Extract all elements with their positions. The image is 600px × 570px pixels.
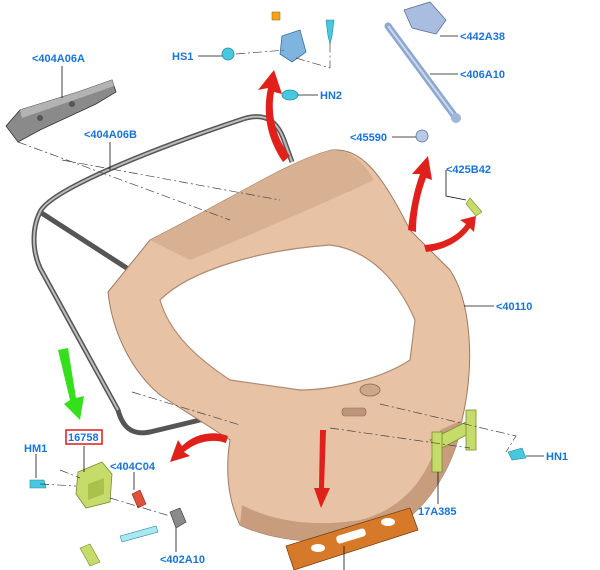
arrow-down bbox=[314, 430, 330, 508]
label-404a06b: <404A06B bbox=[84, 129, 137, 141]
part-402a10 bbox=[119, 525, 159, 543]
label-40110: <40110 bbox=[496, 301, 532, 313]
leader-line bbox=[445, 170, 467, 201]
clip-425b42 bbox=[465, 197, 483, 217]
explode-line bbox=[235, 49, 287, 55]
arrow-right bbox=[424, 216, 476, 252]
explode-line bbox=[17, 141, 231, 221]
bracket-17a385 bbox=[429, 409, 477, 473]
label-hn1: HN1 bbox=[546, 451, 568, 463]
label-402a10: <402A10 bbox=[160, 554, 205, 566]
highlight-box-16758 bbox=[65, 429, 103, 445]
spoiler-part bbox=[5, 79, 117, 143]
label-404a06a: <404A06A bbox=[32, 53, 85, 65]
label-hm1: HM1 bbox=[24, 443, 47, 455]
hn1-bolt bbox=[507, 447, 527, 461]
arrow-up-right bbox=[408, 156, 432, 232]
strut-bracket bbox=[403, 1, 447, 35]
explode-line bbox=[109, 497, 171, 517]
label-425b42: <425B42 bbox=[446, 164, 491, 176]
label-hs1: HS1 bbox=[172, 51, 193, 63]
part-lower-green bbox=[79, 543, 101, 567]
gas-strut bbox=[384, 22, 461, 123]
explode-line bbox=[295, 42, 331, 69]
tailgate-panel bbox=[107, 149, 471, 542]
label-406a10: <406A10 bbox=[460, 69, 505, 81]
label-404c04: <404C04 bbox=[110, 461, 156, 473]
explode-line bbox=[329, 427, 471, 449]
part-16758 bbox=[75, 461, 113, 509]
explode-line bbox=[61, 159, 281, 201]
arrow-up-left bbox=[258, 70, 290, 162]
part-402a10-clip bbox=[169, 507, 187, 529]
explode-line bbox=[379, 403, 517, 453]
green-arrow bbox=[58, 348, 84, 420]
hm1-screw bbox=[29, 479, 47, 489]
explode-line bbox=[59, 469, 81, 479]
explode-line bbox=[131, 391, 241, 426]
explode-line bbox=[39, 483, 77, 487]
hs1-bolt bbox=[221, 47, 235, 61]
label-hn2: HN2 bbox=[320, 90, 342, 102]
label-17a385: 17A385 bbox=[418, 506, 457, 518]
label-442a38: <442A38 bbox=[460, 31, 505, 43]
trim-panel bbox=[285, 507, 419, 570]
hn2-nut bbox=[281, 89, 299, 101]
latch-assembly bbox=[271, 11, 335, 63]
part-404c04 bbox=[131, 489, 147, 509]
bumper-45590 bbox=[415, 129, 429, 143]
label-45590: <45590 bbox=[350, 132, 387, 144]
arrow-down-left bbox=[170, 433, 228, 462]
label-16758: 16758 bbox=[68, 432, 99, 444]
